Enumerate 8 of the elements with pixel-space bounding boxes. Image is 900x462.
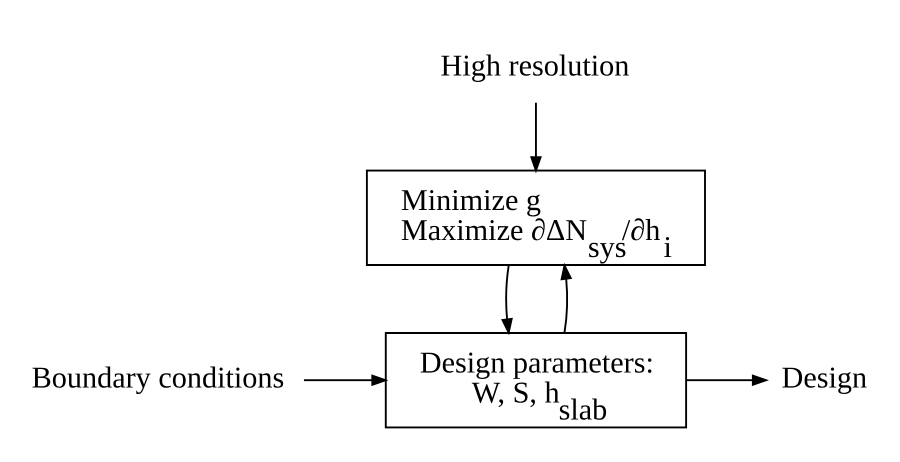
arrow [686,374,769,386]
arrow [304,374,388,386]
node-text: High resolution [440,48,630,83]
node-text: Boundary conditions [32,360,284,394]
node-text: Design [782,360,868,394]
arrow [560,262,572,333]
arrow [530,102,542,174]
arrow [501,265,513,336]
